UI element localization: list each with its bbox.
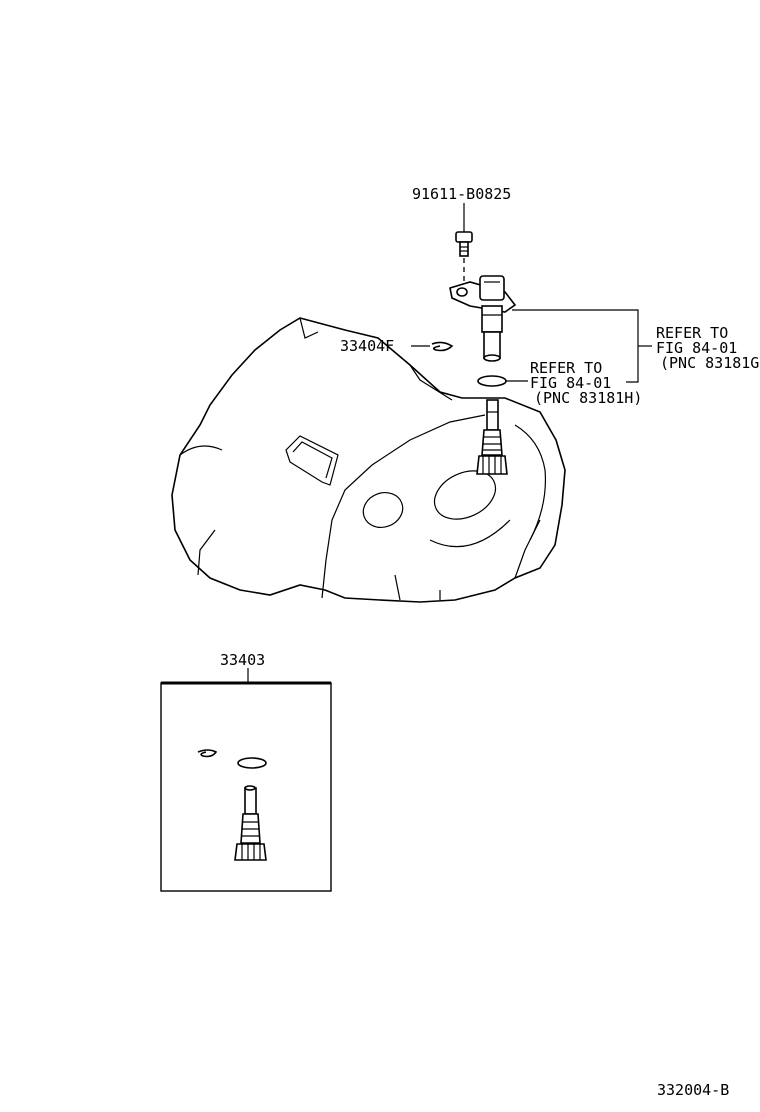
o-ring-reference-line-3: (PNC 83181H)	[534, 389, 642, 407]
kit-part-number: 33403	[220, 651, 265, 669]
speed-sensor-part	[449, 275, 517, 362]
o-ring-part	[477, 375, 507, 387]
kit-clip-part	[197, 749, 218, 758]
o-ring-reference-line-1: REFER TO	[530, 359, 602, 377]
driven-gear-part	[476, 399, 508, 475]
kit-driven-gear-part	[234, 785, 267, 861]
o-ring-reference-line-2: FIG 84-01	[530, 374, 611, 392]
sensor-reference-line-2: FIG 84-01	[656, 339, 737, 357]
kit-o-ring-part	[237, 757, 267, 769]
sensor-reference-line-1: REFER TO	[656, 324, 728, 342]
clip-part	[431, 341, 454, 352]
figure-code: 332004-B	[657, 1081, 729, 1099]
bolt-part-number: 91611-B0825	[412, 185, 511, 203]
transaxle-housing	[171, 317, 566, 603]
clip-part-number: 33404F	[340, 337, 394, 355]
sensor-reference-line-3: (PNC 83181G	[660, 354, 759, 372]
